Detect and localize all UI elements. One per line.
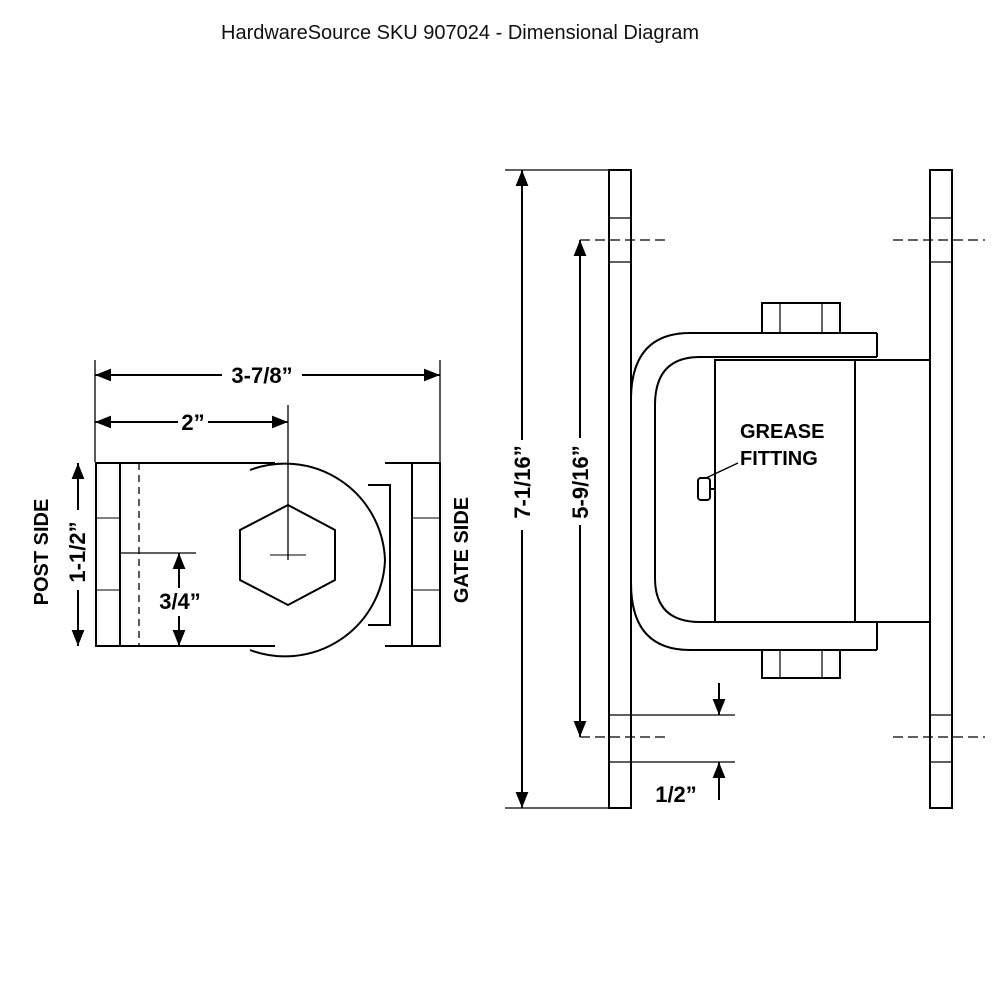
top-nut: [761, 302, 841, 334]
hinge-drum: [249, 462, 387, 658]
bottom-nut: [761, 649, 841, 679]
overall-width-label: 3-7/8”: [231, 363, 292, 388]
post-side-label: POST SIDE: [31, 499, 53, 606]
grease-label-line2: FITTING: [740, 448, 818, 470]
diagram-title: HardwareSource SKU 907024 - Dimensional …: [221, 22, 699, 44]
side-post-plate: [608, 169, 632, 809]
gate-plate: [411, 462, 441, 647]
side-gate-plate: [929, 169, 953, 809]
grease-label-line1: GREASE: [740, 421, 824, 443]
side-view: [580, 169, 985, 809]
spring-barrel: [714, 359, 856, 623]
plate-width-label: 1-1/2”: [65, 521, 90, 582]
side-view-dimensions: [505, 169, 735, 809]
gate-side-label: GATE SIDE: [451, 497, 473, 603]
hole-edge-label: 1/2”: [655, 782, 697, 807]
overall-height-label: 7-1/16”: [510, 445, 535, 518]
top-view: [94, 360, 441, 658]
post-plate: [95, 462, 121, 647]
bolt-offset-label: 2”: [181, 410, 204, 435]
top-view-dimensions: [71, 368, 440, 646]
grease-fitting: [697, 462, 739, 501]
hex-nut: [239, 503, 336, 607]
half-width-label: 3/4”: [159, 589, 201, 614]
u-bracket: [630, 332, 877, 651]
hole-spacing-label: 5-9/16”: [568, 445, 593, 518]
